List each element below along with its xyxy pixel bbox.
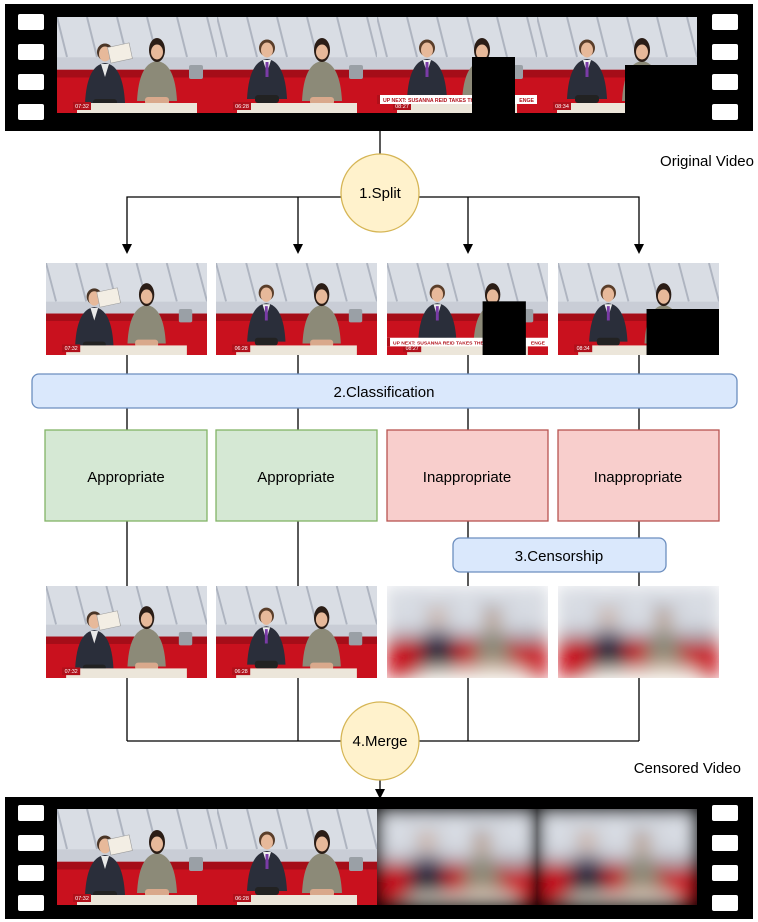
film-holes-right	[712, 14, 738, 120]
video-frame: 07:32	[46, 586, 207, 678]
blurred-frame	[387, 586, 548, 678]
frame-clock-text: 06:28	[235, 346, 248, 352]
merge-label: 4.Merge	[352, 733, 407, 750]
frame-clock-text: 07:32	[65, 346, 78, 352]
frame-clock-text: 08:27	[406, 346, 419, 352]
censor-box	[472, 57, 515, 113]
frame-clock-text: 06:28	[235, 104, 249, 110]
censorship-label: 3.Censorship	[515, 548, 603, 565]
video-frame: 06:28	[217, 809, 377, 905]
frame-ticker-text-tail: ENGE	[531, 340, 546, 346]
class-boxes: Appropriate Appropriate Inappropriate In…	[44, 429, 720, 522]
censored-film-strip: 07:32 06:28	[5, 797, 753, 919]
blurred-frame	[377, 809, 537, 905]
frame-clock-text: 06:28	[235, 669, 248, 675]
split-connectors	[122, 131, 644, 254]
original-video-label: Original Video	[660, 153, 754, 170]
frame-clock-text: 07:32	[75, 104, 89, 110]
split-circle	[340, 153, 420, 233]
class-label-2: Appropriate	[257, 469, 335, 486]
video-frame: 07:32	[57, 809, 217, 905]
class-box-3: Inappropriate	[386, 429, 549, 522]
censor-box	[646, 309, 719, 355]
classification-bar	[31, 373, 738, 409]
frame-clock-text: 07:32	[65, 669, 78, 675]
split-label: 1.Split	[359, 185, 402, 202]
frame-clock-text: 08:27	[395, 104, 409, 110]
censorship-step: 3.Censorship	[452, 537, 667, 573]
class-label-3: Inappropriate	[423, 469, 511, 486]
class-label-4: Inappropriate	[594, 469, 682, 486]
censorship-bar	[452, 537, 667, 573]
video-frame: 08:34	[558, 263, 719, 355]
frame-clock-text: 08:34	[577, 346, 590, 352]
class-label-1: Appropriate	[87, 469, 165, 486]
split-step: 1.Split	[340, 153, 420, 233]
blurred-frame	[537, 809, 697, 905]
class-box-1: Appropriate	[44, 429, 208, 522]
censored-video-label: Censored Video	[634, 760, 741, 777]
class-box-2: Appropriate	[215, 429, 378, 522]
frame-clock-text: 08:34	[555, 104, 569, 110]
merge-connectors	[126, 678, 640, 799]
frame-ticker-text: UP NEXT: SUSANNA REID TAKES THE L	[383, 98, 483, 104]
frame-ticker-text-tail: ENGE	[519, 98, 534, 104]
video-frame: 07:32	[57, 17, 217, 113]
film-holes-left	[18, 805, 44, 911]
video-frame: 06:28	[217, 17, 377, 113]
video-frame: 06:28	[216, 263, 377, 355]
classification-step: 2.Classification	[31, 373, 738, 409]
frame-clock-text: 06:28	[235, 896, 249, 902]
merge-circle	[340, 701, 420, 781]
video-frame: 08:34	[537, 17, 697, 113]
classification-label: 2.Classification	[334, 384, 435, 401]
blurred-frame	[558, 586, 719, 678]
class-box-4: Inappropriate	[557, 429, 720, 522]
video-frame: 06:28	[216, 586, 377, 678]
video-frame: 07:32	[46, 263, 207, 355]
frame-ticker-text: UP NEXT: SUSANNA REID TAKES THE L	[393, 340, 488, 346]
film-holes-right	[712, 805, 738, 911]
censored-frames: 07:32 06:28	[46, 586, 719, 678]
censor-box	[625, 65, 697, 113]
merge-step: 4.Merge	[340, 701, 420, 781]
frame-clock-text: 07:32	[75, 896, 89, 902]
censor-box	[482, 301, 526, 355]
film-holes-left	[18, 14, 44, 120]
